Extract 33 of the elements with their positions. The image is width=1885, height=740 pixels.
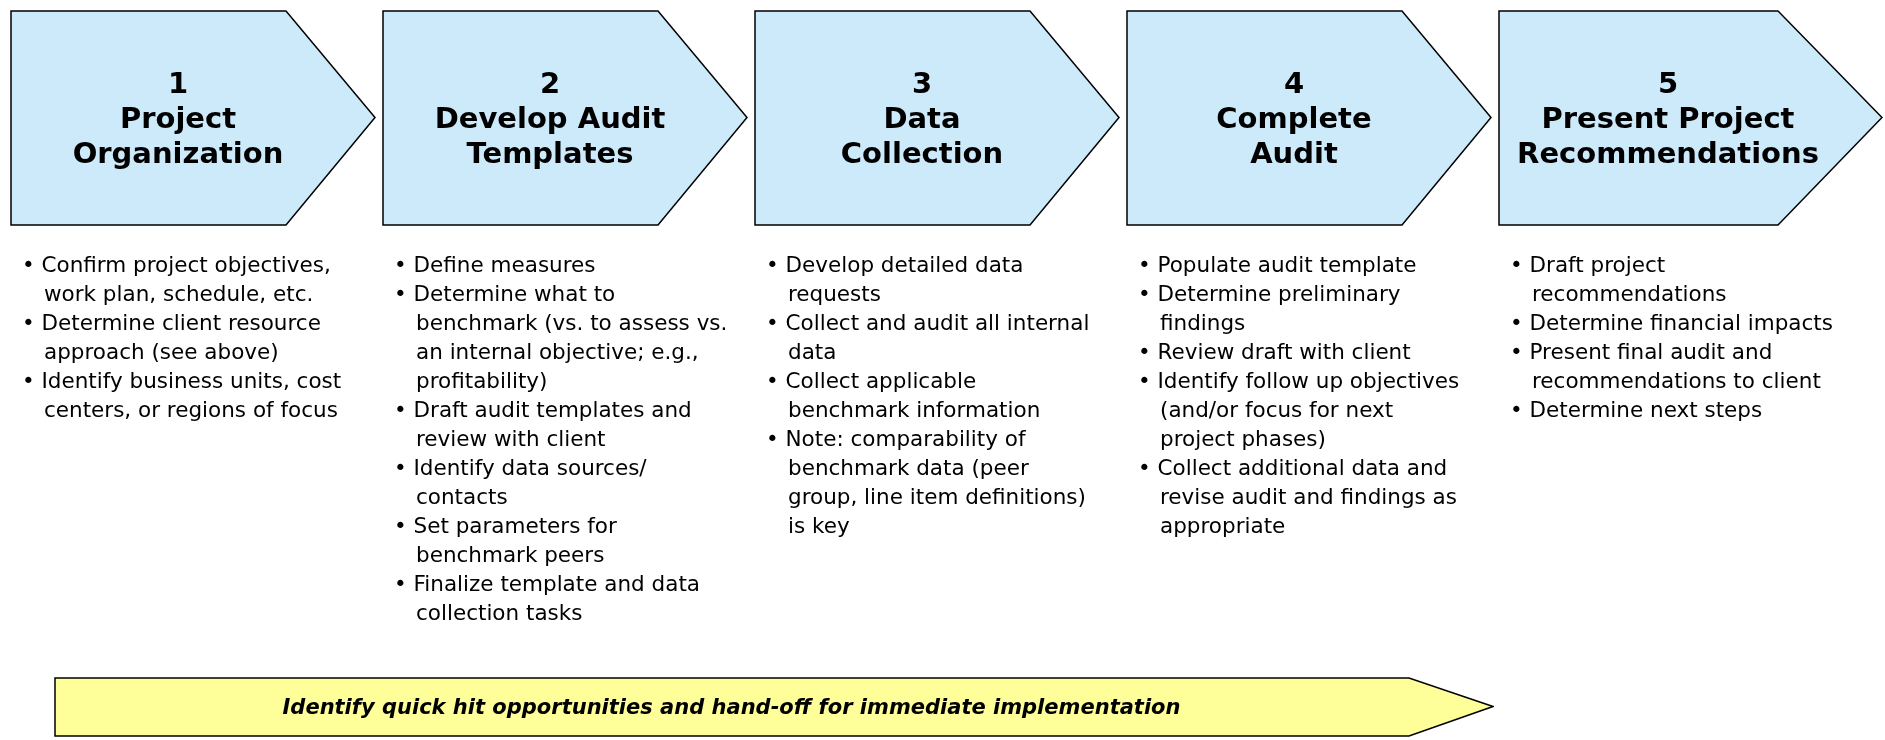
bullet-text: • Develop detailed data requests: [766, 251, 1025, 308]
step-number: 2: [539, 65, 561, 101]
bullet-text: • Confirm project objectives, work plan, schedule, etc.: [22, 251, 332, 308]
bullet-text: • Define measures: [394, 251, 597, 279]
bullet-text: • Identify follow up objectives (and/or focus for next project phases): [1138, 367, 1461, 453]
step-number: 3: [911, 65, 933, 101]
step-number: 1: [167, 65, 189, 101]
step-title: Project Organization: [71, 100, 285, 171]
bullet-text: • Note: comparability of benchmark data (peer group, line item definitions) is key: [766, 425, 1087, 540]
bullet-text: • Collect and audit all internal data: [766, 309, 1091, 366]
bullet-text: • Present final audit and recommendations to client: [1510, 338, 1822, 395]
step-title: Develop Audit Templates: [433, 100, 667, 171]
bullet-text: • Collect applicable benchmark information: [766, 367, 1042, 424]
bullet-text: • Identify business units, cost centers, or regions of focus: [22, 367, 343, 424]
step-title: Complete Audit: [1215, 100, 1373, 171]
bullet-text: • Collect additional data and revise audit and findings as appropriate: [1138, 454, 1458, 540]
bullet-text: • Determine preliminary findings: [1138, 280, 1402, 337]
bullet-text: • Review draft with client: [1138, 338, 1412, 366]
bullet-text: • Draft project recommendations: [1510, 251, 1728, 308]
bullet-text: • Determine what to benchmark (vs. to assess vs. an internal objective; e.g., profitability): [394, 280, 729, 395]
bullet-text: • Populate audit template: [1138, 251, 1418, 279]
bullet-text: • Finalize template and data collection tasks: [394, 570, 701, 627]
step-number: 4: [1283, 65, 1305, 101]
bullet-text: • Determine client resource approach (see above): [22, 309, 322, 366]
bullet-text: • Determine financial impacts: [1510, 309, 1834, 337]
banner-text: Identify quick hit opportunities and hand-off for immediate implementation: [282, 695, 1181, 719]
bullet-text: • Identify data sources/ contacts: [394, 454, 648, 511]
bullet-text: • Determine next steps: [1510, 396, 1764, 424]
step-title: Present Project Recommendations: [1517, 100, 1819, 171]
step-number: 5: [1657, 65, 1679, 101]
step-title: Data Collection: [839, 100, 1005, 171]
bullet-text: • Set parameters for benchmark peers: [394, 512, 618, 569]
bullet-text: • Draft audit templates and review with client: [394, 396, 693, 453]
